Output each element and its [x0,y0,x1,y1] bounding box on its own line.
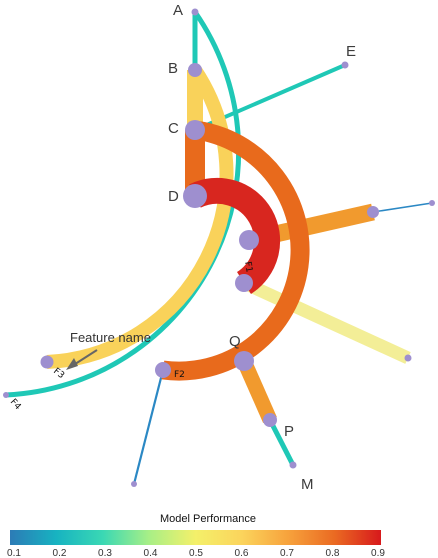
colorbar-title: Model Performance [160,513,256,525]
label-c: C [168,120,179,137]
node-f1-top [239,230,259,250]
colorbar-tick-label: 0.3 [98,548,112,558]
node-f4-end [3,392,9,398]
feature-label-f4: F4 [8,397,23,412]
colorbar-tick-label: 0.8 [326,548,340,558]
arc-f3 [46,66,234,369]
label-m: M [301,476,314,493]
label-q: Q [229,333,241,350]
node-c [185,120,205,140]
colorbar-tick-label: 0.9 [371,548,385,558]
colorbar-tick-label: 0.2 [53,548,67,558]
colorbar-tick-label: 0.5 [189,548,203,558]
node-b [188,63,202,77]
node-f1-bottom [235,274,253,292]
node-f4-right [429,200,435,206]
colorbar-tick-label: 0.6 [235,548,249,558]
node-e [341,61,349,69]
colorbar-tick-label: 0.4 [144,548,158,558]
colorbar [10,530,381,545]
label-d: D [168,188,179,205]
node-q [234,351,254,371]
colorbar-tick-label: 0.1 [7,548,21,558]
annotation-arrow-head [66,358,78,370]
node-f3-right [367,206,379,218]
arc-f1 [189,177,281,294]
label-b: B [168,60,178,77]
nodes [3,8,435,487]
connector-light-yellow [241,277,411,364]
feature-label-f3: F3 [51,366,66,381]
colorbar-tick-label: 0.7 [280,548,294,558]
node-d [183,184,207,208]
node-a [191,8,199,16]
label-e: E [346,43,356,60]
connectors-blue [132,202,433,485]
node-f4-lower-right [404,354,412,362]
node-p [263,413,277,427]
node-f3-end [40,355,54,369]
node-m [289,461,297,469]
label-p: P [284,423,294,440]
colorbar-ticks: 0.1 0.2 0.3 0.4 0.5 0.6 0.7 0.8 0.9 [7,548,385,558]
feature-label-f1: F1 [242,261,254,273]
feature-label-f2: F2 [174,370,185,380]
node-f4-bottom [131,481,137,487]
annotation-feature-name: Feature name [70,330,151,345]
node-f2-end [155,362,171,378]
label-a: A [173,2,183,19]
